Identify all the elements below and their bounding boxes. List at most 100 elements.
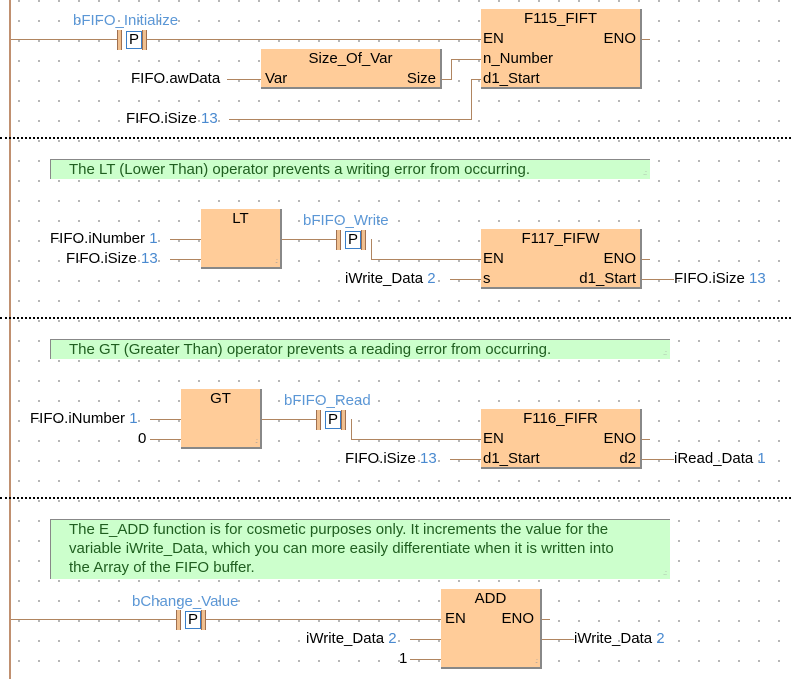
wire bbox=[351, 439, 481, 440]
contact-variable-label[interactable]: bFIFO_Read bbox=[284, 392, 371, 409]
inumber-label[interactable]: FIFO.iNumber 1 bbox=[30, 410, 138, 427]
block-title: F117_FIFW bbox=[521, 230, 600, 247]
left-power-rail bbox=[9, 0, 11, 679]
p-contact[interactable]: P bbox=[336, 230, 366, 250]
block-title: ADD bbox=[474, 590, 507, 607]
iwrite-data-input-label[interactable]: iWrite_Data 2 bbox=[306, 630, 397, 647]
block-title: F115_FIFT bbox=[523, 10, 598, 27]
wire bbox=[410, 639, 441, 640]
f117-fifw-block[interactable]: F117_FIFW EN ENO s d1_Start bbox=[481, 229, 642, 289]
iwrite-data-label[interactable]: iWrite_Data 2 bbox=[345, 270, 436, 287]
network-comment[interactable]: The LT (Lower Than) operator prevents a … bbox=[50, 159, 650, 179]
wire bbox=[282, 239, 338, 240]
wire bbox=[170, 259, 201, 260]
pin-en: EN bbox=[445, 610, 466, 627]
p-contact[interactable]: P bbox=[176, 610, 206, 630]
one-constant-label[interactable]: 1 bbox=[399, 650, 408, 667]
isize-label[interactable]: FIFO.iSize 13 bbox=[345, 450, 437, 467]
pin-eno: ENO bbox=[603, 30, 636, 47]
network-comment[interactable]: The GT (Greater Than) operator prevents … bbox=[50, 339, 670, 359]
wire bbox=[229, 119, 472, 120]
wire bbox=[471, 79, 472, 120]
wire bbox=[150, 419, 181, 420]
pin-size: Size bbox=[406, 70, 436, 87]
rail-wire bbox=[11, 619, 177, 620]
inumber-label[interactable]: FIFO.iNumber 1 bbox=[50, 230, 158, 247]
p-edge-icon: P bbox=[185, 611, 201, 629]
var-input-label[interactable]: FIFO.awData bbox=[131, 70, 221, 87]
f115-fift-block[interactable]: F115_FIFT EN ENO n_Number d1_Start bbox=[481, 9, 642, 89]
wire bbox=[371, 259, 481, 260]
wire bbox=[451, 59, 481, 60]
contact-right-bar bbox=[142, 30, 147, 50]
wire bbox=[206, 619, 441, 620]
resize-grip-icon[interactable]: .: bbox=[643, 170, 647, 177]
block-title: LT bbox=[232, 210, 249, 227]
wire bbox=[471, 79, 481, 80]
pin-eno: ENO bbox=[501, 610, 534, 627]
pin-d1-start: d1_Start bbox=[483, 70, 540, 87]
pin-en: EN bbox=[483, 250, 504, 267]
comment-text: The GT (Greater Than) operator prevents … bbox=[69, 341, 552, 358]
network-comment[interactable]: The E_ADD function is for cosmetic purpo… bbox=[50, 519, 670, 579]
contact-variable-label[interactable]: bChange_Value bbox=[132, 593, 239, 610]
rail-wire bbox=[11, 39, 119, 40]
contact-left-bar bbox=[117, 30, 122, 50]
contact-variable-label[interactable]: bFIFO_Initialize bbox=[73, 12, 179, 29]
wire bbox=[642, 39, 650, 40]
add-block[interactable]: ADD EN ENO .: bbox=[441, 589, 542, 669]
isize-label[interactable]: FIFO.iSize 13 bbox=[66, 250, 158, 267]
network-separator bbox=[0, 497, 791, 499]
size-of-var-block[interactable]: Size_Of_Var Var Size bbox=[261, 49, 442, 89]
p-contact[interactable]: P bbox=[117, 30, 147, 50]
wire bbox=[642, 459, 674, 460]
wire bbox=[642, 439, 650, 440]
zero-constant-label[interactable]: 0 bbox=[138, 430, 147, 447]
resize-grip-icon: .: bbox=[275, 258, 278, 265]
pin-s: s bbox=[483, 270, 491, 287]
contact-left-bar bbox=[316, 410, 321, 430]
wire bbox=[642, 259, 650, 260]
wire bbox=[542, 639, 574, 640]
resize-grip-icon[interactable]: .: bbox=[663, 570, 667, 577]
contact-right-bar bbox=[361, 230, 366, 250]
wire bbox=[410, 659, 441, 660]
pin-d2: d2 bbox=[619, 450, 636, 467]
resize-grip-icon: .: bbox=[255, 438, 258, 445]
contact-variable-label[interactable]: bFIFO_Write bbox=[303, 212, 389, 229]
contact-left-bar bbox=[176, 610, 181, 630]
block-title: Size_Of_Var bbox=[308, 50, 393, 67]
pin-n-number: n_Number bbox=[483, 50, 554, 67]
network-separator bbox=[0, 317, 791, 319]
wire bbox=[170, 239, 201, 240]
comment-line: the Array of the FIFO buffer. bbox=[69, 559, 255, 576]
p-contact[interactable]: P bbox=[316, 410, 346, 430]
resize-grip-icon: .: bbox=[535, 658, 538, 665]
pin-d1-start: d1_Start bbox=[579, 270, 636, 287]
f116-fifr-block[interactable]: F116_FIFR EN ENO d1_Start d2 bbox=[481, 409, 642, 469]
comment-line: The E_ADD function is for cosmetic purpo… bbox=[69, 521, 609, 538]
gt-block[interactable]: GT .: bbox=[181, 389, 262, 449]
pin-en: EN bbox=[483, 30, 504, 47]
pin-d1-start: d1_Start bbox=[483, 450, 540, 467]
contact-right-bar bbox=[201, 610, 206, 630]
block-title: F116_FIFR bbox=[523, 410, 598, 427]
iwrite-data-output-label[interactable]: iWrite_Data 2 bbox=[574, 630, 665, 647]
wire bbox=[150, 439, 181, 440]
wire bbox=[542, 619, 550, 620]
pin-var: Var bbox=[265, 70, 288, 87]
resize-grip-icon[interactable]: .: bbox=[663, 350, 667, 357]
comment-text: The LT (Lower Than) operator prevents a … bbox=[69, 161, 531, 178]
p-edge-icon: P bbox=[126, 31, 142, 49]
contact-right-bar bbox=[341, 410, 346, 430]
lt-block[interactable]: LT .: bbox=[201, 209, 282, 269]
isize-label[interactable]: FIFO.iSize 13 bbox=[126, 110, 218, 127]
isize-output-label[interactable]: FIFO.iSize 13 bbox=[674, 270, 766, 287]
iread-data-label[interactable]: iRead_Data 1 bbox=[674, 450, 766, 467]
wire bbox=[351, 419, 352, 440]
contact-left-bar bbox=[336, 230, 341, 250]
wire bbox=[450, 279, 481, 280]
wire bbox=[227, 79, 261, 80]
comment-line: variable iWrite_Data, which you can more… bbox=[69, 540, 614, 557]
wire bbox=[147, 39, 481, 40]
